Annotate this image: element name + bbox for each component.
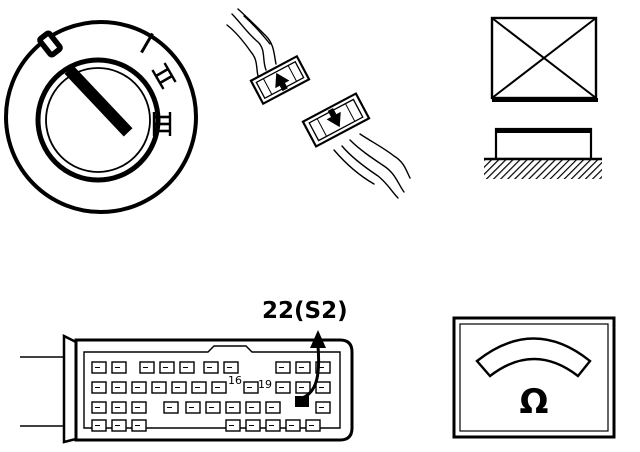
pin-label-19: 19 — [258, 378, 272, 391]
position-II-marker — [151, 62, 177, 90]
ignition-key-slot — [64, 65, 133, 137]
pin-callout-label: 22(S2) — [262, 298, 348, 324]
lower-wire-3 — [359, 133, 411, 179]
ground-mount-symbol — [484, 127, 602, 179]
cross-box-symbol — [490, 16, 598, 102]
pin-22-highlight — [295, 396, 309, 407]
position-0-marker — [37, 30, 63, 58]
lower-wire-1 — [349, 139, 405, 193]
lower-wire-4 — [333, 149, 375, 185]
ohmmeter-inner-frame — [459, 323, 609, 432]
mount-block-edge — [496, 129, 591, 133]
connector-inner-outline — [83, 345, 341, 429]
cross-box-shadow — [492, 98, 598, 102]
callout-arrowhead — [310, 330, 326, 348]
lower-wire-2 — [341, 145, 399, 199]
ignition-core — [45, 67, 151, 173]
connector-plug-illustration — [226, 8, 411, 199]
upper-wire-2 — [226, 24, 259, 77]
upper-wire-4 — [243, 15, 271, 45]
pin-label-16: 16 — [228, 374, 242, 387]
ohmmeter: Ω — [452, 316, 616, 439]
lower-plug — [301, 92, 371, 148]
ground-hatch — [484, 159, 602, 179]
ohmmeter-scale-arc — [475, 337, 592, 378]
ignition-switch — [4, 20, 198, 214]
upper-plug — [249, 54, 311, 106]
mount-block — [494, 127, 593, 161]
ecu-connector: 16 19 22(S2) — [20, 298, 354, 444]
position-I-marker — [140, 32, 154, 54]
upper-wire-3 — [237, 8, 277, 65]
upper-wire-1 — [231, 13, 267, 71]
connector-pins — [91, 361, 331, 432]
ohm-symbol: Ω — [520, 382, 549, 422]
callout-arrow-line — [301, 345, 321, 400]
cross-line-2 — [491, 17, 597, 99]
position-III-marker — [152, 112, 172, 136]
